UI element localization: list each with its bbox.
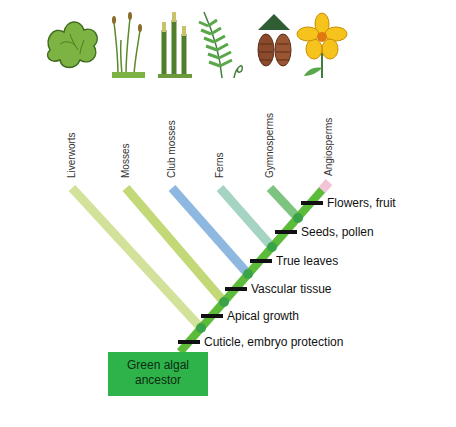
trait-bars <box>178 203 323 342</box>
taxon-name: Angiosperms <box>323 118 335 176</box>
trait-label: Apical growth <box>227 309 299 323</box>
taxon-name: Ferns <box>214 152 226 178</box>
node-label: Green algal ancestor <box>116 358 200 388</box>
taxon-name: Gymnosperms <box>264 113 276 178</box>
ancestor-box: Green algal ancestor <box>108 352 208 396</box>
trait-label: Vascular tissue <box>251 282 331 296</box>
liverwort-illustration <box>48 22 98 68</box>
trait-label: True leaves <box>276 254 338 268</box>
trait-label: Seeds, pollen <box>301 225 374 239</box>
branch-dots <box>196 213 303 333</box>
moss-illustration <box>112 12 145 75</box>
gymnosperm-illustration <box>258 14 291 66</box>
club-moss-illustration <box>158 12 192 76</box>
fern-illustration <box>199 12 242 78</box>
taxon-name: Mosses <box>120 144 132 178</box>
trunk-line <box>180 190 322 352</box>
taxon-name: Club mosses <box>166 120 178 178</box>
taxon-name: Liverworts <box>66 132 78 178</box>
trait-label: Cuticle, embryo protection <box>204 335 343 349</box>
trait-label: Flowers, fruit <box>327 196 396 210</box>
angiosperm-illustration <box>297 13 347 78</box>
